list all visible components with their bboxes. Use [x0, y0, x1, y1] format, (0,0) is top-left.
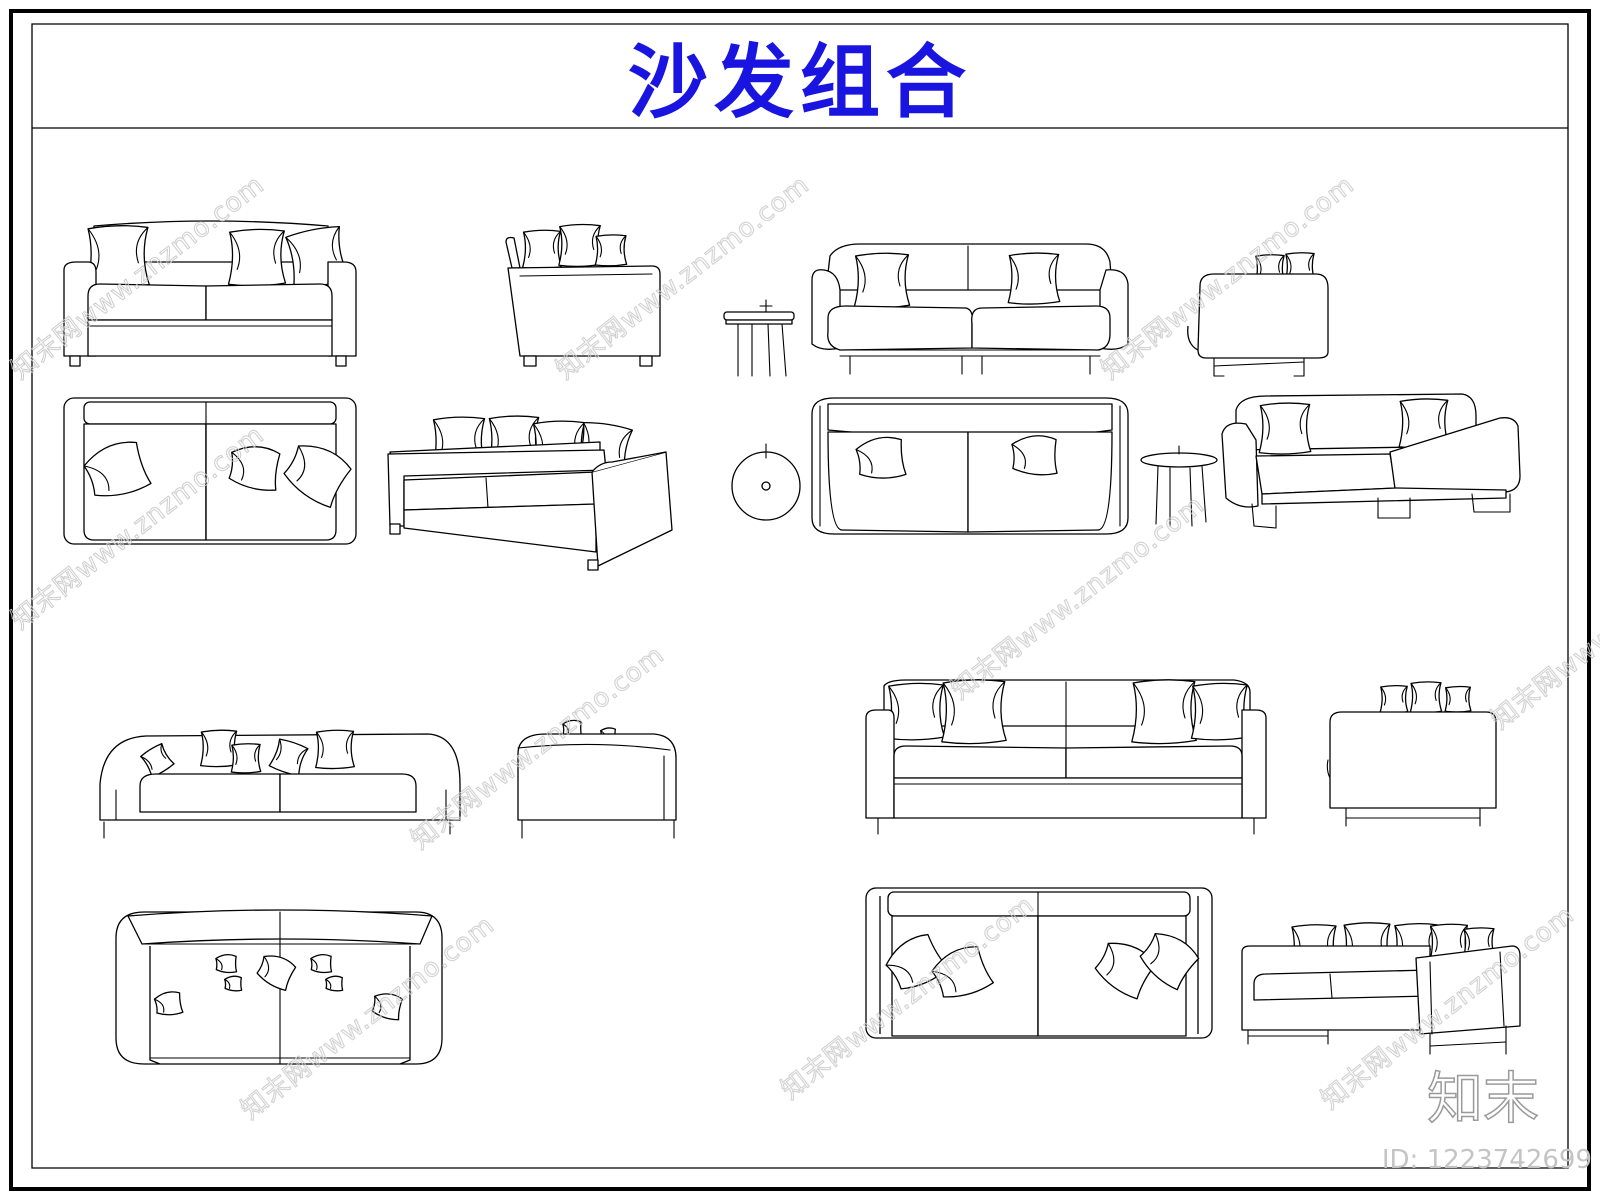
sofa-a-front-view — [64, 221, 356, 366]
sofa-b-side-view — [1188, 252, 1328, 376]
sofa-b-front-view — [812, 244, 1128, 374]
sofa-a-side-view — [506, 224, 660, 366]
sheet-outer-border — [11, 11, 1589, 1189]
sheet-inner-border — [32, 24, 1568, 1168]
sofa-b-side-table-plan — [732, 444, 800, 520]
sofa-c-side-view — [518, 720, 676, 838]
sofa-b-side-table-elevation — [724, 300, 794, 376]
sofa-b-perspective-view — [1222, 394, 1520, 528]
sofa-d-top-view — [866, 888, 1212, 1038]
sofa-b-top-view — [812, 398, 1128, 534]
sofa-d-side-view — [1327, 681, 1496, 826]
sofa-b-side-table-perspective — [1141, 446, 1217, 526]
asset-id-label: ID: 1223742699 — [1381, 1145, 1592, 1175]
sofa-c-front-view — [100, 729, 460, 838]
sofa-c-top-view — [116, 910, 442, 1064]
sofa-a-top-view — [64, 398, 356, 544]
sofa-d-front-view — [866, 679, 1266, 834]
watermark-text: 知末网www.znzmo.com — [1486, 520, 1600, 736]
sofa-a-perspective-view — [388, 415, 672, 570]
brand-logo-text: 知末 — [1426, 1067, 1540, 1133]
sofa-d-perspective-view — [1242, 922, 1520, 1054]
sheet-title: 沙发组合 — [628, 35, 972, 129]
